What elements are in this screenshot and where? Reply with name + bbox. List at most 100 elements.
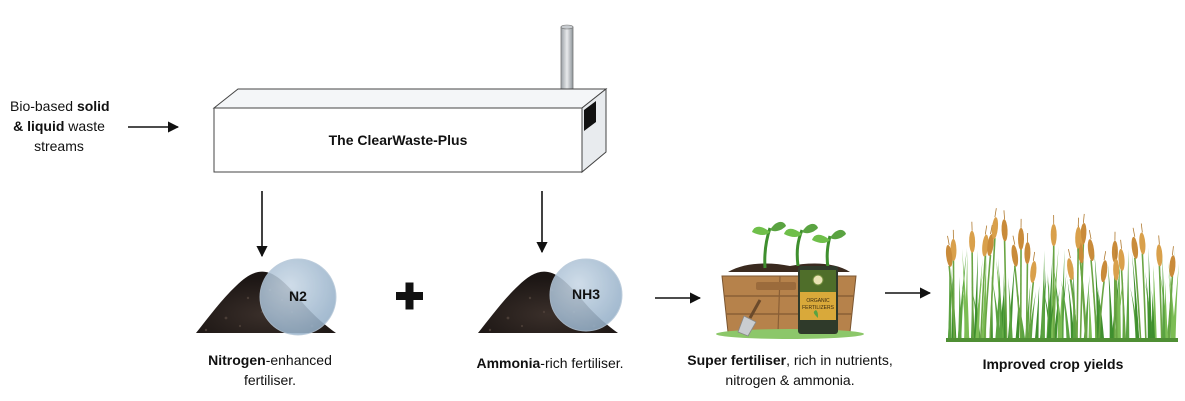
wheat-stalk [989, 238, 996, 341]
wheat-awn [947, 235, 950, 245]
wheat-head [1113, 258, 1120, 281]
wheat-stalk [1115, 279, 1118, 341]
wheat-head [1075, 226, 1082, 249]
grass-blade [1047, 250, 1053, 340]
grass-blade [961, 284, 970, 340]
grass-blade [1058, 283, 1063, 340]
wheat-stalk [983, 254, 992, 341]
grass-blade [1034, 285, 1040, 340]
wheat-head [1156, 244, 1163, 267]
grass-blade [975, 258, 983, 340]
grass-blade [957, 276, 962, 340]
nh3-badge-label: NH3 [571, 286, 600, 302]
chimney-pipe [560, 26, 574, 98]
wheat-awn [1140, 223, 1143, 233]
trowel-icon [737, 299, 762, 337]
wheat-head [1169, 255, 1176, 278]
wheat-head [982, 234, 989, 257]
wheat-awn [1088, 230, 1092, 240]
grass-blade [1041, 250, 1045, 340]
grass-blade [997, 258, 1003, 340]
wheat-awn [1012, 235, 1016, 245]
grass-blade [1134, 286, 1140, 340]
wheat-awn [1132, 227, 1136, 237]
wheat-awn [994, 208, 997, 218]
wheat-awn [1068, 249, 1071, 259]
wheat-head [1131, 236, 1139, 259]
grass-blade [1088, 290, 1093, 340]
crop-yield-caption: Improved crop yields [982, 356, 1124, 372]
grass-blade [1067, 278, 1075, 340]
wheat-stalk [1134, 257, 1142, 341]
grass-blade [1015, 293, 1020, 340]
wheat-head [1050, 224, 1057, 247]
grass-blade [973, 250, 979, 340]
wheat-head [1024, 242, 1031, 265]
wheat-stalk [1076, 247, 1079, 341]
grass-blade [948, 257, 952, 340]
wheat-stalk [1028, 281, 1035, 341]
wheat-stalk [1025, 263, 1029, 341]
nitrogen-caption: Nitrogen-enhanced fertiliser. [208, 352, 332, 388]
wheat-awn [1103, 251, 1107, 261]
grass-blade [1008, 277, 1013, 340]
wheat-head [969, 230, 976, 253]
wheat-stalk [971, 251, 974, 341]
input-waste-label: Bio-based solid & liquid waste streams [10, 98, 110, 154]
grass-blade [1059, 249, 1065, 340]
wheat-awn [1171, 246, 1174, 256]
wheat-stalk [1168, 276, 1174, 341]
grass-blade [1125, 249, 1130, 340]
wheat-awn [1032, 251, 1036, 262]
fertiliser-bag: ORGANIC FERTILIZERS [798, 266, 838, 334]
wheat-awn [1082, 213, 1085, 223]
wheat-stalk [1090, 260, 1098, 341]
plus-sign [396, 282, 423, 310]
wheat-awn [990, 224, 993, 235]
wheat-stalk [1098, 281, 1105, 341]
wheat-head [991, 217, 999, 240]
wheat-stalk [1158, 265, 1163, 341]
grass-blade [1168, 262, 1176, 340]
bag-label-line2: FERTILIZERS [802, 305, 835, 311]
wheat-head [1001, 219, 1008, 242]
grass-blade [1050, 246, 1059, 340]
wheat-head [1018, 227, 1025, 250]
wheat-stalk [1069, 278, 1078, 341]
grass-blade [1094, 251, 1101, 340]
nitrogen-soil-pile [196, 258, 337, 336]
wheat-awn [1003, 210, 1005, 220]
wheat-head [1030, 261, 1037, 283]
grass-blade [991, 275, 1001, 340]
wheat-stalk [979, 255, 987, 341]
wheat-stalk [1120, 269, 1126, 341]
super-fertiliser-caption: Super fertiliser, rich in nutrients, nit… [687, 352, 893, 388]
grass-blade [1060, 279, 1071, 340]
wheat-stalk [1014, 265, 1022, 341]
wheat-awn [984, 225, 988, 235]
nh3-badge [549, 258, 623, 332]
wheat-head [1011, 244, 1019, 267]
wheat-head [945, 244, 953, 267]
wheat-stalk [1003, 240, 1008, 341]
wheat-head [1087, 239, 1095, 262]
ammonia-caption: Ammonia-rich fertiliser. [476, 355, 624, 371]
outlet-port [584, 101, 596, 131]
wheat-head [1100, 260, 1108, 283]
wheat-stalk [948, 265, 956, 341]
wheat-awn [1158, 235, 1160, 245]
grass-blade [1107, 263, 1114, 340]
wheat-head [987, 234, 994, 256]
n2-badge [259, 258, 337, 336]
grass-blade [1161, 254, 1166, 340]
n2-badge-label: N2 [289, 288, 307, 304]
wheat-head [1067, 258, 1074, 281]
wheat-head [1118, 248, 1125, 271]
fertiliser-planter: ORGANIC FERTILIZERS [716, 221, 864, 339]
ammonia-soil-pile [478, 258, 623, 333]
field-ground [946, 338, 1178, 342]
grass-blade [1148, 247, 1153, 340]
sprouts [752, 221, 846, 269]
wheat-awn [1120, 239, 1122, 249]
